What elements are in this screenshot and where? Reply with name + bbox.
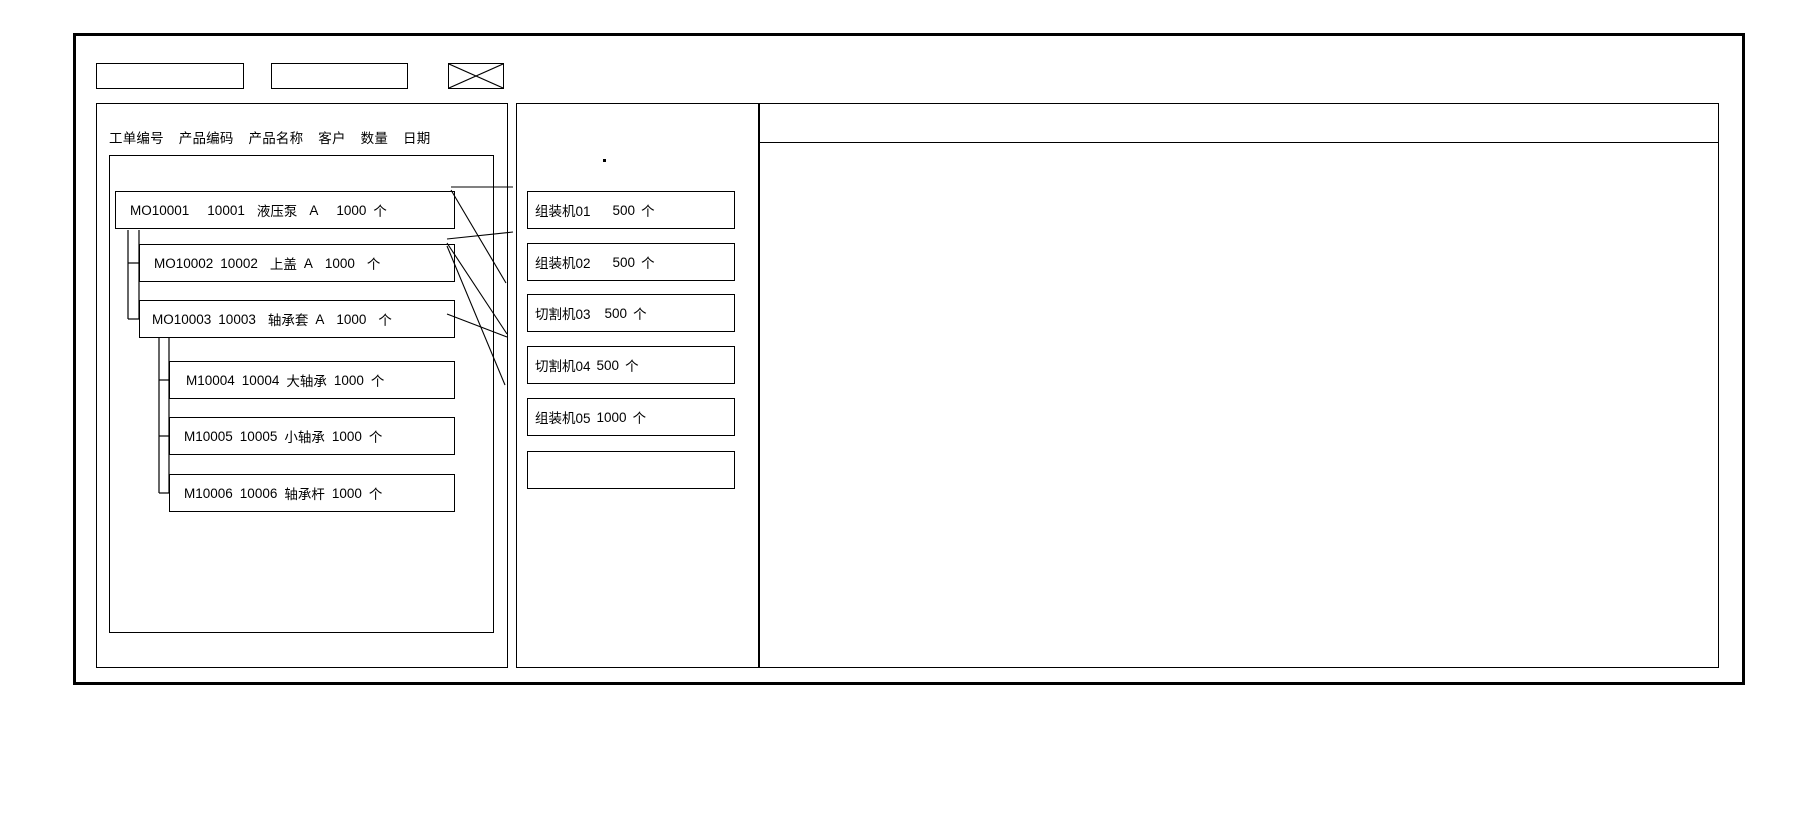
tree-row[interactable]: M10004 10004 大轴承 1000 个	[169, 361, 455, 399]
tree-row[interactable]: M10005 10005 小轴承 1000 个	[169, 417, 455, 455]
machine-card[interactable]: 组装机05 1000 个	[527, 398, 735, 436]
tree-row-order-no: MO10001	[130, 202, 190, 218]
machine-quantity: 500	[612, 254, 636, 270]
tree-row-unit: 个	[370, 374, 385, 389]
machine-card[interactable]: 组装机01 500 个	[527, 191, 735, 229]
tree-row-order-no: M10005	[184, 428, 233, 444]
machine-card[interactable]: 切割机03 500 个	[527, 294, 735, 332]
detail-panel-header-divider	[760, 142, 1718, 143]
machine-card-empty[interactable]	[527, 451, 735, 489]
tree-row[interactable]: MO10001 10001 液压泵 A 1000 个	[115, 191, 455, 229]
tree-row-quantity: 1000	[333, 372, 364, 388]
tree-row-quantity: 1000	[324, 255, 355, 271]
machine-list-panel: 组装机01 500 个 组装机02 500 个 切割机03 500 个 切割机0…	[516, 103, 759, 668]
toolbar-field-one[interactable]	[96, 63, 244, 89]
tree-row[interactable]: M10006 10006 轴承杆 1000 个	[169, 474, 455, 512]
machine-quantity: 500	[604, 305, 628, 321]
column-header-product-code: 产品编码	[178, 131, 234, 146]
machine-name: 组装机01	[535, 204, 591, 219]
tree-row-product-code: 10003	[218, 311, 256, 327]
tree-row-quantity: 1000	[336, 311, 367, 327]
tree-row-order-no: MO10003	[152, 311, 212, 327]
column-header-product-name: 产品名称	[248, 131, 304, 146]
machine-unit: 个	[641, 256, 655, 271]
tree-row-order-no: MO10002	[154, 255, 214, 271]
toolbar-field-two[interactable]	[271, 63, 408, 89]
machine-name: 切割机03	[535, 307, 591, 322]
tree-row-product-code: 10006	[239, 485, 278, 501]
tree-row-product-code: 10002	[220, 255, 258, 271]
tree-row-order-no: M10004	[186, 372, 235, 388]
tree-row-unit: 个	[378, 313, 392, 328]
tree-row-customer: A	[303, 255, 313, 271]
machine-unit: 个	[632, 411, 647, 426]
tree-row-unit: 个	[373, 204, 387, 219]
detail-panel	[759, 103, 1719, 668]
machine-name: 组装机05	[535, 411, 591, 426]
tree-row-product-name: 轴承杆	[284, 487, 325, 502]
tree-row-product-name: 上盖	[269, 257, 297, 272]
tree-row-product-name: 轴承套	[267, 313, 309, 328]
tree-row-customer: A	[315, 311, 325, 327]
tree-row-unit: 个	[366, 257, 381, 272]
tree-row-product-name: 大轴承	[286, 374, 327, 389]
tree-row-quantity: 1000	[336, 202, 367, 218]
panel-dot-marker	[603, 159, 606, 162]
tree-row-customer: A	[309, 202, 319, 218]
broken-image-placeholder-icon	[448, 63, 504, 89]
tree-row[interactable]: MO10003 10003 轴承套 A 1000 个	[139, 300, 455, 338]
column-header-date: 日期	[403, 131, 431, 146]
toolbar	[96, 63, 516, 93]
column-header-customer: 客户	[318, 131, 346, 146]
work-order-tree-panel: 工单编号 产品编码 产品名称 客户 数量 日期	[96, 103, 508, 668]
tree-row[interactable]: MO10002 10002 上盖 A 1000 个	[139, 244, 455, 282]
machine-card[interactable]: 组装机02 500 个	[527, 243, 735, 281]
tree-column-headers: 工单编号 产品编码 产品名称 客户 数量 日期	[109, 127, 430, 147]
tree-row-product-code: 10001	[207, 202, 245, 218]
tree-row-product-code: 10005	[239, 428, 278, 444]
machine-unit: 个	[633, 307, 647, 322]
application-window: 工单编号 产品编码 产品名称 客户 数量 日期	[73, 33, 1745, 685]
column-header-quantity: 数量	[360, 131, 389, 146]
tree-row-order-no: M10006	[184, 485, 233, 501]
tree-row-product-code: 10004	[241, 372, 280, 388]
machine-name: 组装机02	[535, 256, 591, 271]
tree-row-product-name: 小轴承	[284, 430, 325, 445]
detail-panel-body[interactable]	[772, 152, 1710, 659]
machine-quantity: 500	[596, 357, 620, 373]
machine-name: 切割机04	[535, 359, 591, 374]
tree-row-product-name: 液压泵	[256, 204, 298, 219]
tree-row-quantity: 1000	[331, 428, 362, 444]
column-header-order-no: 工单编号	[109, 131, 164, 146]
machine-quantity: 1000	[596, 409, 627, 425]
machine-unit: 个	[641, 204, 655, 219]
tree-row-unit: 个	[368, 430, 383, 445]
machine-card[interactable]: 切割机04 500 个	[527, 346, 735, 384]
tree-row-unit: 个	[368, 487, 383, 502]
tree-row-quantity: 1000	[331, 485, 362, 501]
machine-quantity: 500	[612, 202, 636, 218]
machine-unit: 个	[625, 359, 639, 374]
